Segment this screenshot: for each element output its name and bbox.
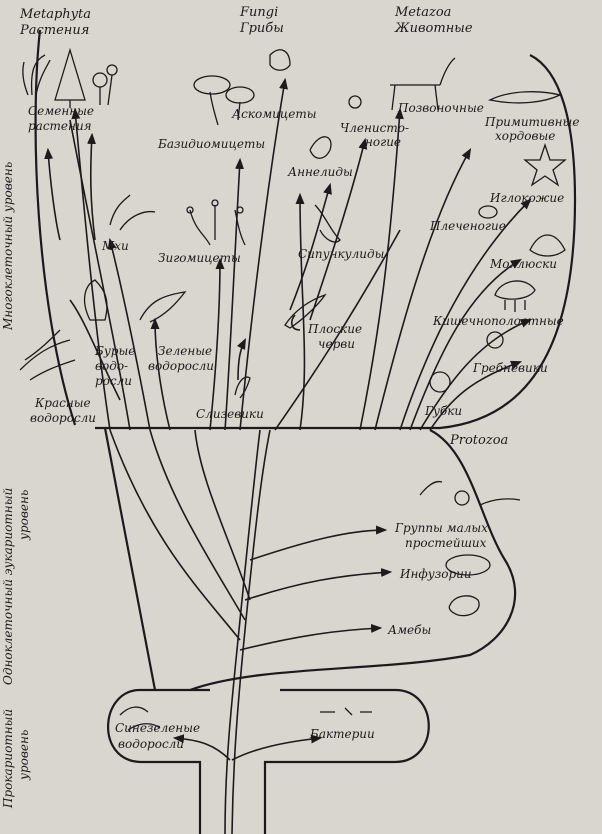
sipunculids-label: Сипункулиды [298, 247, 384, 261]
molluscs-label: Моллюски [489, 257, 557, 271]
level-outlines [34, 29, 577, 834]
level-labels: Многоклеточный уровень Одноклеточный эук… [1, 162, 31, 809]
green-alga-icon [139, 291, 187, 323]
animals-label: Животные [394, 21, 473, 36]
ctenophores-label: Гребневики [472, 361, 548, 375]
primitive-chordates-label-2: хордовые [495, 129, 555, 143]
moss-icon [109, 194, 156, 231]
prokaryote-capsule [107, 688, 430, 834]
amoebas-label: Амебы [387, 623, 431, 637]
small-protists-label-1: Группы малых [394, 521, 488, 535]
group-headers: Metaphyta Растения Fungi Грибы Metazoa Ж… [19, 5, 508, 448]
sponge-icon [429, 371, 451, 393]
brown-algae-label-3: росли [95, 374, 132, 388]
arthropods-label-2: ногие [365, 135, 401, 149]
plants-label: Растения [19, 23, 89, 38]
cyanobacteria-label-2: водоросли [118, 737, 184, 751]
coelenterates-label: Кишечнополостные [432, 314, 564, 328]
brown-algae-label-1: Бурые [94, 344, 135, 358]
unicellular-boundary [103, 427, 517, 692]
small-protists-label-2: простейших [405, 536, 487, 550]
prokaryotic-level-label-2: уровень [17, 730, 31, 781]
sponges-label: Губки [424, 404, 462, 418]
amoeba-icon [448, 595, 480, 617]
unicellular-level-label-2: уровень [17, 490, 31, 541]
metazoa-label: Metazoa [394, 5, 451, 20]
mushroom-icon [193, 75, 231, 95]
grass-icon [22, 54, 51, 96]
jellyfish-icon [494, 280, 536, 312]
brown-alga-icon [83, 279, 108, 321]
fungi-ru-label: Грибы [239, 21, 284, 36]
ciliate-icon [445, 554, 491, 576]
zygomycete-icon [189, 205, 246, 246]
brachiopods-label: Плеченогие [429, 219, 506, 233]
red-algae-label-2: водоросли [30, 411, 96, 425]
prokaryotic-level-label-1: Прокариотный [1, 709, 15, 809]
ascomycetes-label: Аскомицеты [231, 107, 317, 121]
metazoa-envelope [439, 54, 577, 430]
ciliates-label: Инфузории [399, 567, 472, 581]
organism-sketches [19, 47, 567, 731]
slime-mold-icon [234, 376, 251, 399]
metaphyta-label: Metaphyta [19, 7, 91, 22]
green-algae-label-2: водоросли [148, 359, 214, 373]
brown-algae-label-2: водо- [95, 359, 128, 373]
flatworms-label-2: черви [318, 337, 355, 351]
red-algae-label-1: Красные [34, 396, 91, 410]
slime-molds-label: Слизевики [196, 407, 264, 421]
zygomycetes-label: Зигомицеты [158, 251, 241, 265]
starfish-icon [523, 142, 567, 187]
basidiomycetes-label: Базидиомицеты [157, 137, 265, 151]
cyanobacteria-icon [119, 706, 161, 731]
branches [44, 77, 533, 834]
mollusc-icon [529, 234, 566, 257]
taxon-labels: Семенные растения Мхи Бурые водо- росли … [28, 101, 579, 751]
vertebrates-label: Позвоночные [397, 101, 484, 115]
insect-icon [348, 95, 362, 109]
bacteria-icon [320, 707, 372, 716]
primitive-chordates-label-1: Примитивные [484, 115, 579, 129]
flagellate-icon [419, 480, 521, 506]
multicellular-level-label: Многоклеточный уровень [1, 162, 15, 331]
arthropods-label-1: Членисто- [340, 121, 409, 135]
seed-plants-label-2: растения [28, 119, 92, 133]
echinoderms-label: Иглокожие [489, 191, 564, 205]
fish-icon [488, 91, 562, 104]
horse-icon [390, 57, 456, 111]
flatworms-label-1: Плоские [307, 322, 362, 336]
bacteria-label: Бактерии [309, 727, 375, 741]
worm-icon [309, 136, 332, 159]
annelids-label: Аннелиды [287, 165, 353, 179]
tree-icon [54, 47, 86, 108]
protozoa-label: Protozoa [449, 433, 508, 448]
unicellular-level-label-1: Одноклеточный эукариотный [1, 488, 15, 685]
metaphyta-envelope [34, 29, 77, 426]
seed-plants-label-1: Семенные [28, 104, 94, 118]
mosses-label: Мхи [101, 239, 129, 253]
flower-icon [92, 72, 108, 88]
flatworm-icon [284, 293, 327, 329]
cyanobacteria-label-1: Синезеленые [115, 721, 200, 735]
green-algae-label-1: Зеленые [158, 344, 212, 358]
fungi-label: Fungi [239, 5, 278, 20]
morel-icon [269, 49, 291, 71]
sipunculid-icon [314, 204, 341, 243]
ctenophore-icon [486, 331, 504, 349]
brachiopod-icon [478, 205, 498, 219]
red-alga-icon [19, 329, 76, 381]
